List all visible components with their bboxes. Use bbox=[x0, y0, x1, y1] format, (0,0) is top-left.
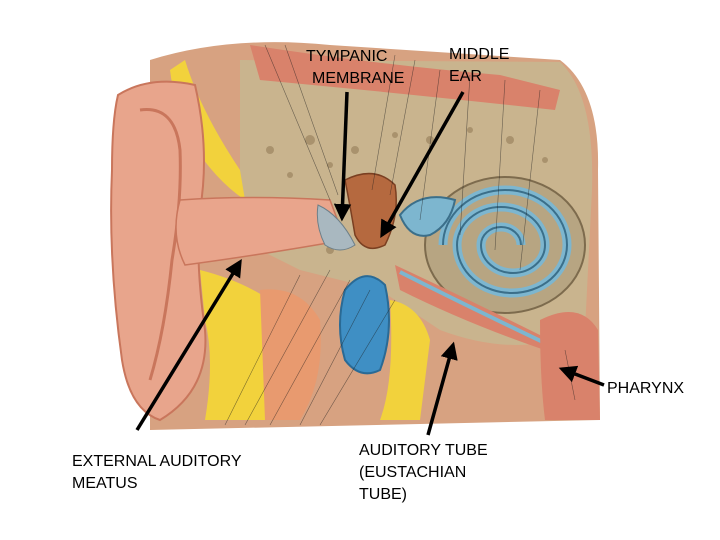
arrow-external-auditory-meatus bbox=[135, 259, 242, 431]
external-auditory-canal bbox=[175, 196, 347, 266]
label-tympanic-membrane: TYMPANIC MEMBRANE bbox=[306, 46, 404, 90]
gland-tissue bbox=[260, 289, 321, 420]
arrow-middle-ear bbox=[380, 91, 465, 239]
cochlea bbox=[424, 176, 586, 314]
arrow-tympanic-membrane bbox=[333, 91, 352, 222]
label-line: MEATUS bbox=[72, 475, 138, 492]
label-middle-ear: MIDDLE EAR bbox=[449, 44, 509, 88]
yellow-tissue-right bbox=[380, 300, 430, 420]
lower-cartilage bbox=[200, 270, 270, 420]
label-line: (EUSTACHIAN bbox=[359, 464, 467, 481]
label-line: AUDITORY TUBE bbox=[359, 442, 488, 459]
pharynx-tissue bbox=[540, 312, 600, 420]
label-pharynx: PHARYNX bbox=[607, 378, 684, 400]
label-line: PHARYNX bbox=[607, 380, 685, 397]
label-line: EAR bbox=[449, 68, 482, 85]
label-arrows bbox=[135, 91, 605, 436]
label-line: MIDDLE bbox=[449, 46, 510, 63]
arrow-auditory-tube bbox=[426, 341, 458, 436]
auricle bbox=[110, 80, 207, 422]
label-auditory-tube: AUDITORY TUBE (EUSTACHIAN TUBE) bbox=[359, 440, 488, 506]
upper-muscle-band bbox=[250, 45, 560, 110]
leader-lines bbox=[224, 44, 576, 426]
label-line: TUBE) bbox=[359, 486, 407, 503]
label-external-auditory-meatus: EXTERNAL AUDITORY MEATUS bbox=[72, 451, 242, 495]
label-line: MEMBRANE bbox=[312, 70, 405, 87]
label-line: EXTERNAL AUDITORY bbox=[72, 453, 242, 470]
arrow-pharynx bbox=[558, 365, 605, 387]
semicircular-canal bbox=[398, 196, 457, 237]
label-line: TYMPANIC bbox=[306, 48, 388, 65]
jugular-vessel bbox=[339, 275, 390, 375]
